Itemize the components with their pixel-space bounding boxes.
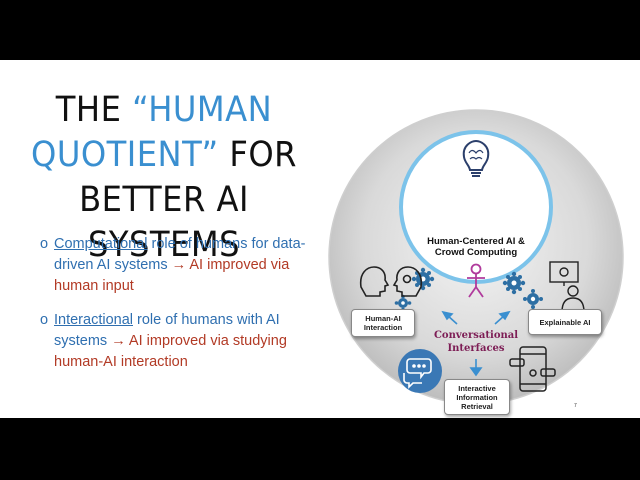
presenter-icon <box>549 261 585 313</box>
title-line-1: THE “HUMAN <box>55 90 273 130</box>
gear-icon <box>502 271 526 295</box>
arrow-glyph: → <box>171 257 187 273</box>
connector-arrows <box>441 310 511 377</box>
bullet-marker: o <box>40 312 49 328</box>
conversational-interfaces-label: Conversational Interfaces <box>433 330 519 354</box>
chat-bubbles-icon <box>403 358 432 389</box>
center-label: Human-Centered AI & Crowd Computing <box>427 236 525 258</box>
bullet-interactional: o Interactional role of humans with AI s… <box>40 310 315 373</box>
bullet-result: AI improved via human input <box>54 257 290 294</box>
bullet-text: role of humans for data-driven AI system… <box>54 236 306 273</box>
bullet-text: role of humans with AI systems <box>54 312 280 349</box>
smartphone-chat-icon <box>509 346 556 392</box>
arrow-glyph: → <box>111 333 126 349</box>
bullet-list: o Computational role of humans for data-… <box>40 234 315 386</box>
bullet-term: Computational <box>54 236 148 252</box>
human-ai-interaction-box: Human-AI Interaction <box>351 309 415 337</box>
bullet-result: AI improved via studying human-AI intera… <box>54 333 287 370</box>
bullet-computational: o Computational role of humans for data-… <box>40 234 315 297</box>
bullet-marker: o <box>40 236 49 252</box>
human-ai-heads-icon <box>359 266 423 297</box>
gear-icon <box>523 289 543 309</box>
person-icon <box>467 263 485 298</box>
title-highlight: QUOTIENT” <box>31 135 219 175</box>
page-number: 7 <box>574 403 577 409</box>
slide: THE “HUMAN QUOTIENT” FOR BETTER AI SYSTE… <box>0 60 640 418</box>
center-ring <box>399 130 553 284</box>
title-highlight: “HUMAN <box>132 90 273 130</box>
hcai-diagram: Human-Centered AI & Crowd Computing Huma… <box>326 107 626 415</box>
interactive-information-retrieval-box: Interactive Information Retrieval <box>444 379 510 415</box>
title-line-2: QUOTIENT” FOR <box>31 135 297 175</box>
slide-title: THE “HUMAN QUOTIENT” FOR BETTER AI SYSTE… <box>26 88 302 268</box>
chat-bubbles-icon <box>398 349 442 393</box>
title-line-3: BETTER AI SYSTEMS <box>79 180 249 265</box>
bullet-term: Interactional <box>54 312 133 328</box>
explainable-ai-box: Explainable AI <box>528 309 602 335</box>
lightbulb-brain-icon <box>462 139 490 177</box>
